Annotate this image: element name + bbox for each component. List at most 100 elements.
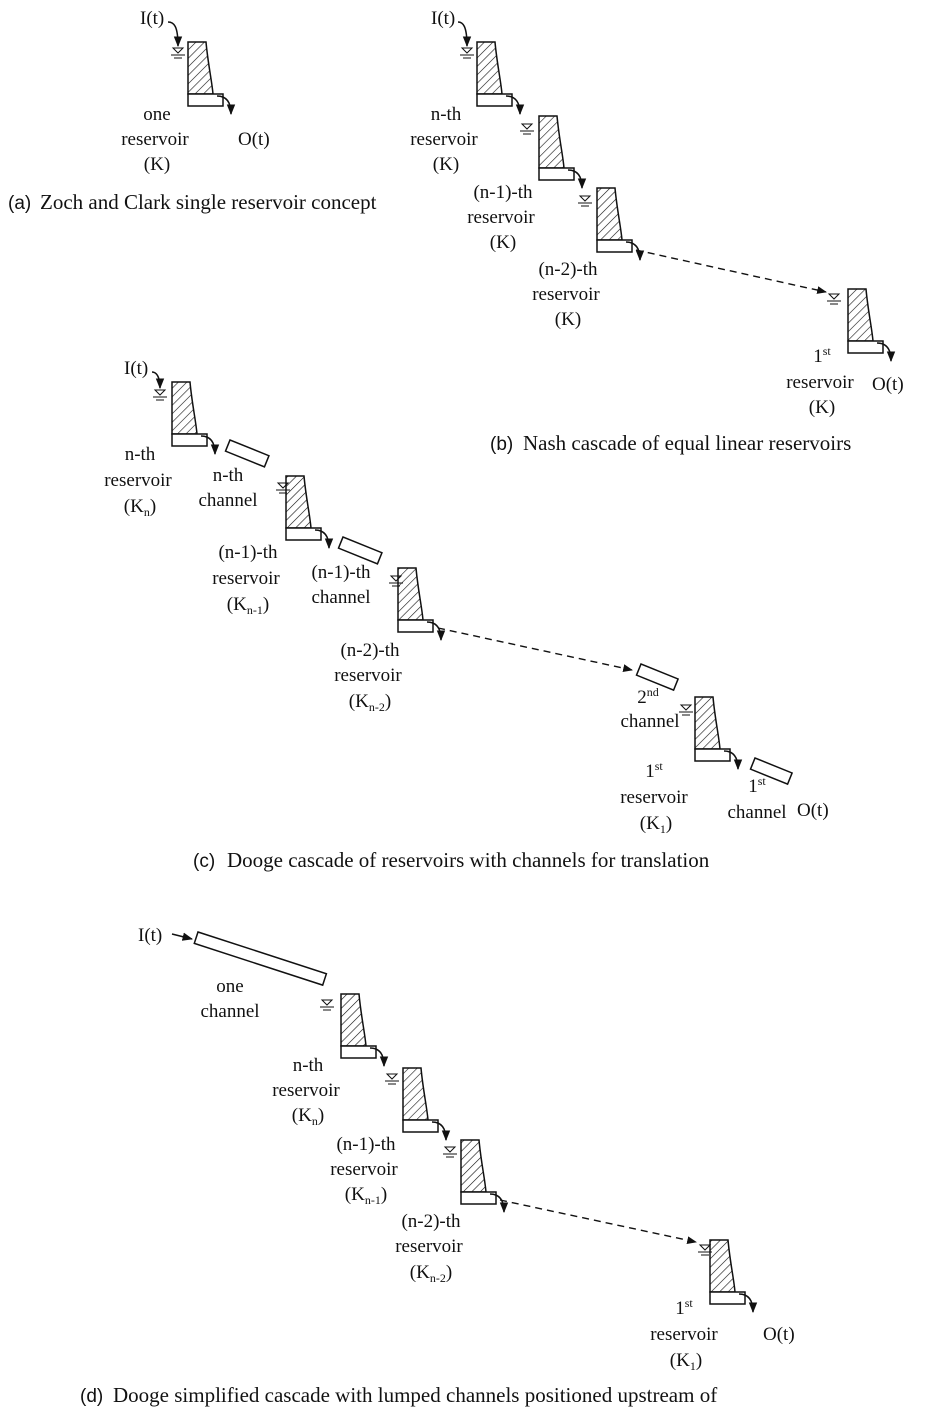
- panel-c-res1-k: (Kn): [124, 496, 156, 519]
- inflow-arrow: [171, 932, 194, 941]
- k-close: ): [446, 1262, 452, 1283]
- k-subscript: n-2: [369, 700, 385, 714]
- panel-c-first-channel-name: channel: [727, 802, 786, 823]
- panel-c-res3-k: (Kn-2): [349, 691, 391, 714]
- water-level-icon: [171, 47, 185, 54]
- panel-b-last-res-sup: st: [823, 344, 832, 358]
- panel-d-res2-line2: reservoir: [330, 1159, 398, 1180]
- k-text: (K: [292, 1105, 312, 1126]
- panel-b-res3-k: (K): [555, 309, 581, 330]
- reservoir-hatched-body: [709, 1239, 736, 1293]
- panel-b-last-res-number: 1st: [813, 344, 831, 367]
- reservoir-base: [709, 1291, 746, 1305]
- k-close: ): [666, 813, 672, 834]
- reservoir-base: [476, 93, 513, 107]
- outflow-arrow: [567, 169, 587, 190]
- panel-c-ch1-line1: n-th: [213, 465, 244, 486]
- panel-c: I(t) n-th reservoir (Kn) n-th channel (n…: [104, 358, 828, 872]
- panel-c-second-channel-number: 2nd: [637, 685, 659, 708]
- panel-d-input-label: I(t): [138, 925, 162, 946]
- panel-d-caption: Dooge simplified cascade with lumped cha…: [113, 1383, 717, 1407]
- reservoir-hatched-body: [460, 1139, 487, 1193]
- reservoir-hatched-body: [397, 567, 424, 621]
- water-level-icon: [520, 123, 534, 130]
- k-text: (K: [345, 1184, 365, 1205]
- panel-c-res1-line2: reservoir: [104, 470, 172, 491]
- inflow-arrow: [457, 21, 472, 48]
- outflow-arrow: [200, 435, 220, 456]
- panel-c-caption-letter: (c): [193, 851, 215, 872]
- reservoir-hatched-body: [340, 993, 367, 1047]
- ordinal-number: 1: [645, 761, 655, 782]
- panel-c-ch2-line1: (n-1)-th: [311, 562, 371, 583]
- k-close: ): [263, 594, 269, 615]
- ordinal-number: 1: [675, 1298, 685, 1319]
- panel-a-caption-letter: (a): [8, 193, 31, 214]
- ordinal-number: 2: [637, 687, 647, 708]
- water-level-icon: [153, 389, 167, 396]
- outflow-arrow: [505, 95, 525, 116]
- ordinal-suffix: nd: [647, 685, 659, 699]
- panel-b-last-res-num: 1: [813, 346, 823, 367]
- panel-b-res1-line1: n-th: [431, 104, 462, 125]
- panel-d-channel-line2: channel: [200, 1001, 259, 1022]
- outflow-arrow: [314, 529, 334, 550]
- k-subscript: n: [312, 1114, 318, 1128]
- k-text: (K: [124, 496, 144, 517]
- outflow-arrow: [369, 1047, 389, 1068]
- panel-c-first-channel-number: 1st: [748, 774, 766, 797]
- reservoir-base: [171, 433, 208, 447]
- ordinal-number: 1: [748, 776, 758, 797]
- panel-c-output-label: O(t): [797, 800, 829, 821]
- reservoir-base: [285, 527, 322, 541]
- panel-c-res1-line1: n-th: [125, 444, 156, 465]
- panel-d-res2-k: (Kn-1): [345, 1184, 387, 1207]
- k-text: (K: [670, 1350, 690, 1371]
- channel-box: [224, 439, 270, 468]
- water-level-icon: [460, 47, 474, 54]
- reservoir-base: [538, 167, 575, 181]
- water-level-icon: [385, 1073, 399, 1080]
- ordinal-suffix: st: [655, 759, 664, 773]
- outflow-arrow: [876, 342, 896, 363]
- panel-d-caption-letter: (d): [80, 1386, 103, 1407]
- panel-b-input-label: I(t): [431, 8, 455, 29]
- panel-d-res3-line1: (n-2)-th: [401, 1211, 461, 1232]
- panel-d-res2-line1: (n-1)-th: [336, 1134, 396, 1155]
- panel-d-first-res-name: reservoir: [650, 1324, 718, 1345]
- reservoir-base: [694, 748, 731, 762]
- dashed-continuation-arrow: [437, 627, 633, 672]
- panel-b-last-res-name: reservoir: [786, 372, 854, 393]
- panel-c-ch1-line2: channel: [198, 490, 257, 511]
- outflow-arrow: [431, 1121, 451, 1142]
- water-level-icon: [443, 1146, 457, 1153]
- outflow-arrow: [625, 241, 645, 262]
- k-subscript: n-2: [430, 1271, 446, 1285]
- panel-b-res3-line1: (n-2)-th: [538, 259, 598, 280]
- panel-c-res3-line2: reservoir: [334, 665, 402, 686]
- panel-b: I(t) n-th reservoir (K) (n-1)-th reservo…: [410, 8, 903, 455]
- k-text: (K: [227, 594, 247, 615]
- panel-d-channel-line1: one: [216, 976, 243, 997]
- ordinal-suffix: st: [758, 774, 767, 788]
- panel-c-input-label: I(t): [124, 358, 148, 379]
- dashed-continuation-arrow: [635, 249, 827, 294]
- panel-d-output-label: O(t): [763, 1324, 795, 1345]
- panel-a-output-label: O(t): [238, 129, 270, 150]
- panel-d-res1-line2: reservoir: [272, 1080, 340, 1101]
- outflow-arrow: [723, 750, 743, 771]
- reservoir-base: [596, 239, 633, 253]
- panel-a-input-label: I(t): [140, 8, 164, 29]
- panel-d-first-res-number: 1st: [675, 1296, 693, 1319]
- water-level-icon: [698, 1244, 712, 1251]
- panel-b-res1-k: (K): [433, 154, 459, 175]
- panel-a-reservoir-k: (K): [144, 154, 170, 175]
- outflow-arrow: [216, 95, 236, 116]
- k-close: ): [381, 1184, 387, 1205]
- channel-box: [337, 536, 383, 565]
- panel-d-first-res-k: (K1): [670, 1350, 702, 1373]
- panel-c-res2-line2: reservoir: [212, 568, 280, 589]
- panel-a-reservoir-line1: one: [143, 104, 170, 125]
- reservoir-base: [847, 340, 884, 354]
